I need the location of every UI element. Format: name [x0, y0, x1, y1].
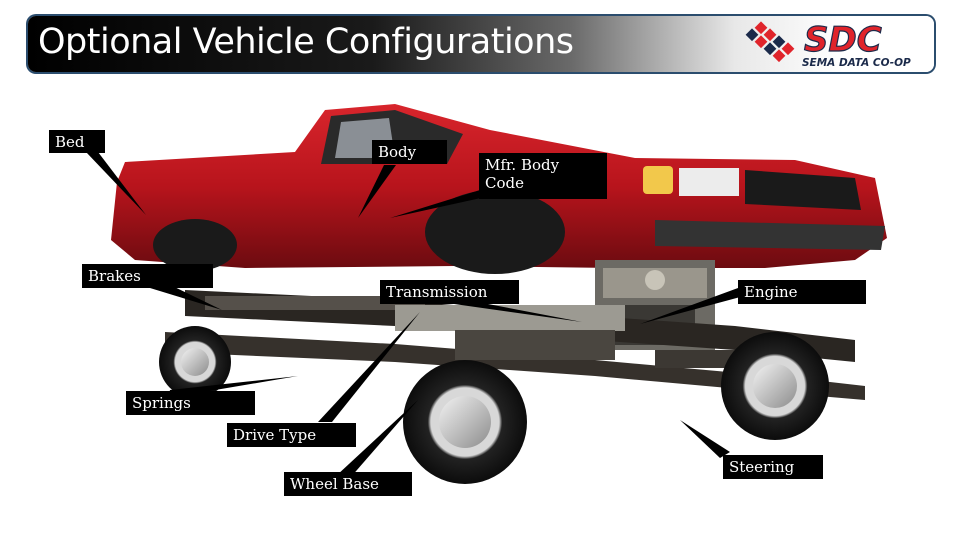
label-mfr-body-code: Mfr. Body Code — [479, 153, 607, 199]
label-drive-type: Drive Type — [227, 423, 356, 447]
label-mfr-body-code-line1: Mfr. Body — [485, 156, 560, 174]
logo-diamond-icon — [745, 21, 795, 63]
page-title: Optional Vehicle Configurations — [38, 22, 574, 62]
label-engine: Engine — [738, 280, 866, 304]
label-body: Body — [372, 140, 447, 164]
label-bed: Bed — [49, 130, 105, 153]
label-springs: Springs — [126, 391, 255, 415]
label-transmission: Transmission — [380, 280, 519, 304]
label-brakes: Brakes — [82, 264, 213, 288]
wheels — [159, 326, 829, 484]
label-wheel-base: Wheel Base — [284, 472, 412, 496]
logo-tagline: SEMA DATA CO-OP — [802, 57, 911, 69]
label-steering: Steering — [723, 455, 823, 479]
logo-brand: SDC — [804, 20, 882, 60]
label-mfr-body-code-line2: Code — [485, 174, 524, 192]
sdc-logo: SDC SEMA DATA CO-OP — [745, 19, 911, 69]
